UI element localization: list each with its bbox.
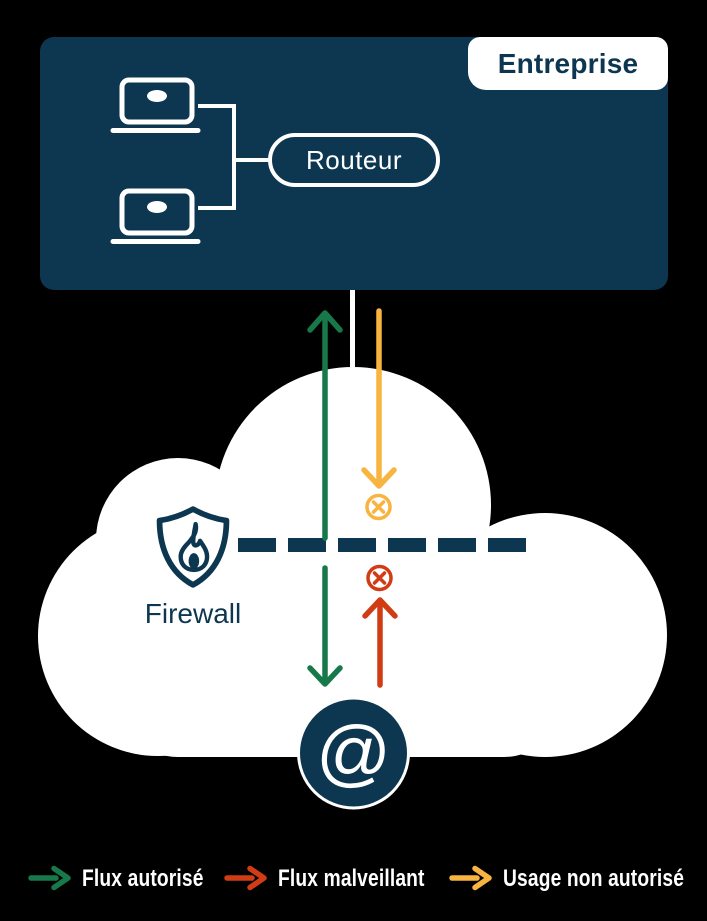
- legend-arrow-orange-icon: [449, 865, 492, 891]
- unauthorized-usage-arrow: [361, 308, 397, 489]
- network-bracket-lines: [198, 104, 268, 210]
- flame-icon: [178, 521, 210, 573]
- malicious-flow-arrow: [362, 597, 398, 688]
- legend-arrow-green-icon: [28, 865, 71, 891]
- allowed-flow-up-arrow: [307, 310, 343, 541]
- enterprise-network-art: [110, 77, 268, 244]
- legend-label-unauthorized: Usage non autorisé: [503, 865, 685, 892]
- enterprise-zone: Entreprise Routeur: [40, 37, 668, 290]
- laptop-icon-2: [110, 188, 201, 244]
- at-icon: @: [315, 711, 392, 794]
- legend-arrow-red-icon: [224, 865, 267, 891]
- allowed-flow-down-arrow: [307, 565, 343, 687]
- firewall-label: Firewall: [144, 598, 242, 629]
- cloud-shape: [38, 367, 667, 757]
- malicious-blocked-icon: [366, 564, 393, 592]
- router-node: Routeur: [268, 133, 440, 187]
- firewall-shield-icon: [156, 506, 230, 588]
- legend-label-malicious: Flux malveillant: [278, 865, 425, 892]
- enterprise-label: Entreprise: [468, 37, 668, 90]
- internet-at-badge: [297, 696, 410, 810]
- router-label: Routeur: [306, 144, 402, 175]
- laptop-icon-1: [110, 77, 201, 133]
- unauthorized-blocked-icon: [365, 493, 392, 521]
- legend-label-allowed: Flux autorisé: [82, 865, 204, 892]
